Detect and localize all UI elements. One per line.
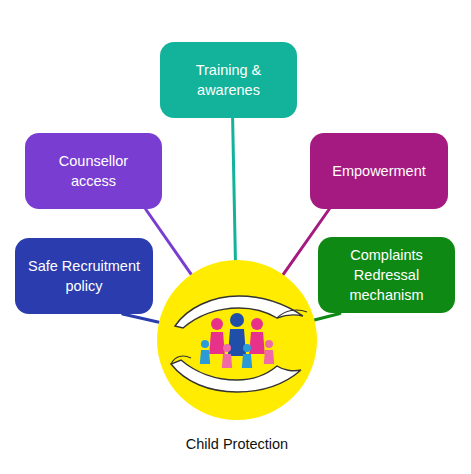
person-body <box>200 350 210 364</box>
child-protection-illustration <box>157 260 317 420</box>
box-label: Safe Recruitment policy <box>25 256 143 297</box>
person-body <box>264 350 274 364</box>
person-body <box>242 354 252 368</box>
process-box: Complaints Redressal mechanism <box>318 237 455 314</box>
yellow-circle <box>157 260 317 420</box>
person-head <box>201 340 209 348</box>
connector-line <box>233 118 236 260</box>
thumb <box>277 310 307 318</box>
person-body <box>222 354 232 368</box>
person-body <box>249 332 265 354</box>
person-body <box>209 332 225 354</box>
person-head <box>265 340 273 348</box>
box-label: Complaints Redressal mechanism <box>332 245 442 306</box>
process-box: Safe Recruitment policy <box>15 238 153 314</box>
person-body <box>228 329 246 356</box>
upper-hand <box>175 296 303 328</box>
person-head <box>223 344 231 352</box>
person-head <box>251 318 263 330</box>
lower-hand <box>171 360 301 392</box>
thumb <box>171 356 191 364</box>
person-head <box>230 313 244 327</box>
process-box: Counsellor access <box>25 133 162 209</box>
box-label: Counsellor access <box>39 151 149 192</box>
connector-line <box>314 313 339 320</box>
process-box: Empowerment <box>310 133 448 209</box>
center-circle: Child Protection <box>157 260 317 420</box>
person-head <box>211 318 223 330</box>
person-head <box>243 344 251 352</box>
box-label: Training & awarenes <box>174 60 284 101</box>
connector-line <box>123 314 159 322</box>
circle-caption: Child Protection <box>186 436 288 452</box>
box-label: Empowerment <box>332 161 425 181</box>
process-box: Training & awarenes <box>160 42 297 118</box>
